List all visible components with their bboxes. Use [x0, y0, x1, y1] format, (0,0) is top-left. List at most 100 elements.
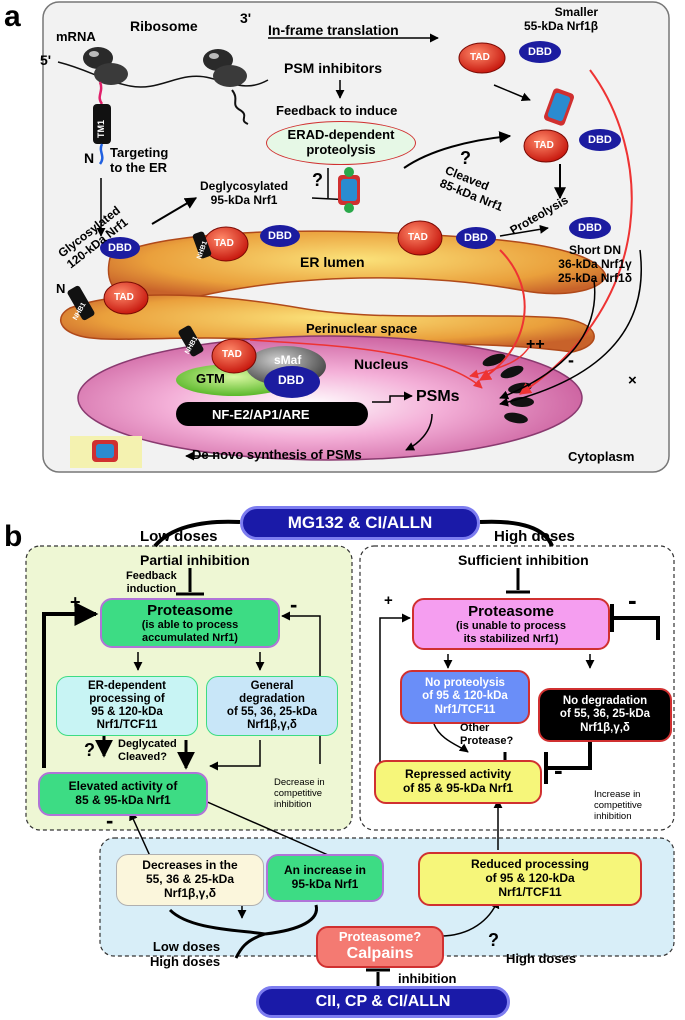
- plus-left: +: [70, 592, 81, 612]
- dbd-label-2: DBD: [588, 134, 612, 146]
- tad-dbd-cleaved: [397, 220, 496, 256]
- high-doses-bottom-label: High doses: [506, 951, 577, 966]
- tad-label-5: TAD: [214, 238, 234, 249]
- tad-label-7: TAD: [114, 292, 134, 303]
- tad-label-2: TAD: [534, 140, 554, 151]
- ribosome-label: Ribosome: [130, 18, 198, 34]
- question-b2: ?: [488, 930, 499, 950]
- smaf-label: sMaf: [274, 353, 302, 367]
- right-proteasome-sub: (is unable to process its stabilized Nrf…: [455, 619, 567, 645]
- right-proteasome-title: Proteasome: [468, 602, 554, 620]
- minus-repressed: -: [554, 755, 563, 785]
- left-proteasome-sub: (is able to process accumulated Nrf1): [141, 618, 239, 644]
- elevated-box: Elevated activity of 85 & 95-kDa Nrf1: [38, 772, 208, 816]
- dbd-label-3: DBD: [578, 222, 602, 234]
- minus-right: -: [628, 585, 637, 615]
- no-proteolysis-box: No proteolysis of 95 & 120-kDa Nrf1/TCF1…: [400, 670, 530, 724]
- low-doses-label: Low doses: [140, 528, 218, 545]
- question-b1: ?: [84, 740, 95, 760]
- red-arrow-beta: [519, 69, 633, 395]
- gtm-label: GTM: [196, 371, 225, 386]
- minus-left: -: [290, 592, 298, 617]
- plus-right: +: [384, 592, 393, 609]
- tad-lumen: [67, 281, 149, 321]
- high-doses-label: High doses: [494, 528, 575, 545]
- erad-ellipse: ERAD-dependent proteolysis: [266, 121, 416, 165]
- five-prime-label: 5': [40, 52, 52, 68]
- minus-label-a: -: [568, 350, 574, 370]
- mg132-pill: MG132 & CI/ALLN: [240, 506, 480, 540]
- repressed-box: Repressed activity of 85 & 95-kDa Nrf1: [374, 760, 542, 804]
- calpains-title: Calpains: [346, 945, 414, 963]
- dbd-label-5: DBD: [268, 230, 292, 242]
- no-degradation-box: No degradation of 55, 36, 25-kDa Nrf1β,γ…: [538, 688, 672, 742]
- n-terminus-label: N: [84, 150, 95, 166]
- proteasome-icon-right: [543, 88, 575, 126]
- de-novo-label: De novo synthesis of PSMs: [192, 447, 362, 462]
- tm1-label: TM1: [96, 120, 106, 138]
- cii-pill: CII, CP & CI/ALLN: [256, 986, 510, 1018]
- increase-competitive-label: Increase in competitive inhibition: [594, 789, 643, 822]
- deglyco-arrow: [151, 197, 198, 225]
- er-lumen-label: ER lumen: [300, 254, 365, 270]
- left-proteasome-box: Proteasome (is able to process accumulat…: [100, 598, 280, 648]
- tad-dbd-deglyco: [192, 225, 300, 262]
- tad-dbd-right-mid: [523, 129, 621, 163]
- smaller-label: Smaller 55-kDa Nrf1β: [524, 5, 599, 33]
- dbd-nuclear-label: DBD: [278, 373, 304, 387]
- ribosome-left: [83, 47, 128, 85]
- short-dn-label: Short DN 36-kDa Nrf1γ 25-kDa Nrf1δ: [558, 243, 632, 285]
- cytoplasm-label: Cytoplasm: [568, 449, 635, 464]
- dbd-label-6: DBD: [464, 232, 488, 244]
- tm1-segment: [93, 104, 111, 144]
- left-proteasome-title: Proteasome: [147, 601, 233, 619]
- proteasome-icon-bottom: [70, 436, 142, 468]
- sufficient-inhibition-label: Sufficient inhibition: [458, 552, 589, 568]
- nascent-chain: [231, 89, 249, 125]
- low-high-doses-label: Low doses High doses: [150, 939, 221, 969]
- inhibition-label: inhibition: [398, 971, 457, 986]
- an-increase-box: An increase in 95-kDa Nrf1: [266, 854, 384, 902]
- nucleus-label: Nucleus: [354, 356, 409, 372]
- right-proteasome-box: Proteasome (is unable to process its sta…: [412, 598, 610, 650]
- psms-label: PSMs: [416, 388, 460, 405]
- partial-inhibition-label: Partial inhibition: [140, 552, 250, 568]
- erad-arrow: [403, 131, 512, 169]
- signal-peptide: [98, 81, 104, 105]
- tad-label-6: TAD: [408, 232, 428, 243]
- dbd-glycosylated: [100, 237, 140, 259]
- general-degradation-box: General degradation of 55, 36, 25-kDa Nr…: [206, 676, 338, 736]
- decreases-box: Decreases in the 55, 36 & 25-kDa Nrf1β,γ…: [116, 854, 264, 906]
- dbd-label-1: DBD: [528, 46, 552, 58]
- plus-plus-label: ++: [526, 336, 545, 353]
- tad-dbd-smaller: [458, 41, 561, 74]
- proteolysis-arrow: [499, 224, 549, 237]
- panel-a-label: a: [4, 0, 21, 33]
- feedback-label: Feedback to induce: [276, 103, 398, 118]
- targeting-label: Targeting to the ER: [110, 145, 169, 175]
- in-frame-label: In-frame translation: [268, 22, 399, 38]
- question-a1: ?: [312, 170, 323, 190]
- deglycosylated-label: Deglycosylated 95-kDa Nrf1: [200, 179, 289, 207]
- feedback-induction-label: Feedback induction: [126, 570, 177, 595]
- mrna-label: mRNA: [56, 29, 96, 44]
- times-label-a: ×: [628, 372, 637, 389]
- tad-label-1: TAD: [470, 52, 490, 63]
- er-dependent-box: ER-dependent processing of 95 & 120-kDa …: [56, 676, 198, 736]
- n-terminus-label-2: N: [56, 281, 66, 296]
- other-protease-label: Other Protease?: [460, 722, 514, 747]
- dbd-label-4: DBD: [108, 242, 132, 254]
- decrease-competitive-label: Decrease in competitive inhibition: [274, 777, 325, 810]
- nucleus-shape: [77, 335, 583, 461]
- minus-elevated: -: [106, 808, 114, 833]
- nf-e2-label: NF-E2/AP1/ARE: [212, 407, 310, 422]
- ribosome-right: [203, 49, 247, 87]
- nuclear-complex: [176, 325, 368, 426]
- calpains-box: Proteasome? Calpains: [316, 926, 444, 968]
- left-feedback-arrow: [42, 602, 99, 768]
- panel-b-label: b: [4, 520, 23, 553]
- psm-inhibitors-label: PSM inhibitors: [284, 60, 382, 76]
- three-prime-label: 3': [240, 10, 252, 26]
- deglycated-label: Deglycated Cleaved?: [118, 738, 177, 763]
- perinuclear-label: Perinuclear space: [306, 321, 418, 336]
